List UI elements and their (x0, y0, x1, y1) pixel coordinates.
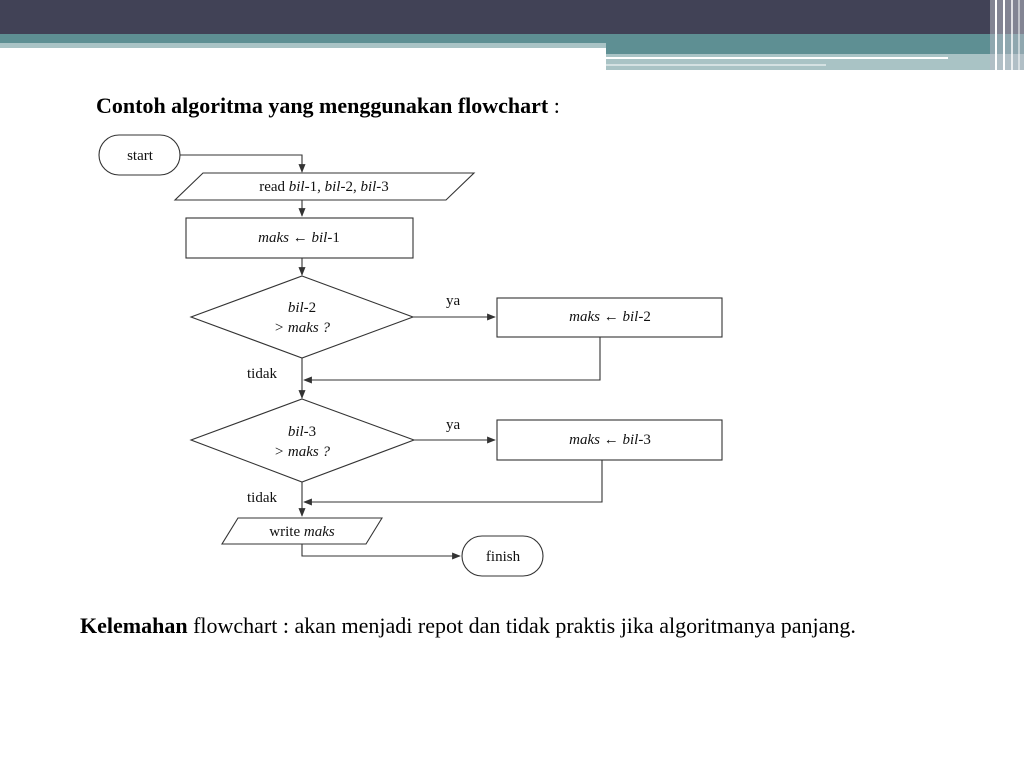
assign-maks-bil3: maks ← bil-3 (496, 419, 723, 461)
decision1-no-label: tidak (247, 366, 277, 382)
assign1-label: maks ← bil-1 (258, 230, 340, 246)
flowchart-connectors (180, 154, 603, 560)
header-band (0, 0, 1024, 70)
connector-write-finish (301, 544, 461, 560)
start-terminal: start (98, 134, 181, 176)
start-label: start (127, 148, 154, 164)
connector-start-read (180, 154, 306, 173)
write-label: write maks (269, 524, 335, 540)
assign-maks-bil2: maks ← bil-2 (496, 297, 723, 338)
weakness-note: Kelemahan flowchart : akan menjadi repot… (80, 604, 960, 648)
write-output: write maks (221, 517, 383, 545)
slide-title: Contoh algoritma yang menggunakan flowch… (96, 92, 560, 120)
weakness-note-bold: Kelemahan (80, 613, 188, 638)
finish-terminal: finish (461, 535, 544, 577)
slide-title-bold: Contoh algoritma yang menggunakan flowch… (96, 93, 549, 118)
finish-label: finish (486, 549, 521, 565)
read-label: read bil-1, bil-2, bil-3 (259, 179, 389, 195)
slide-title-colon: : (548, 93, 560, 118)
decision1-yes-label: ya (446, 293, 461, 309)
decision2-no-label: tidak (247, 490, 277, 506)
flowchart: start read bil-1, bil-2, bil-3 maks ← bi… (98, 134, 723, 577)
decision2-yes-label: ya (446, 417, 461, 433)
read-input: read bil-1, bil-2, bil-3 (173, 172, 476, 201)
assign3-label: maks ← bil-3 (569, 432, 651, 448)
decision1-label-line1: bil-2 (288, 300, 316, 316)
decision1-label-line2: > maks ? (274, 320, 330, 336)
decision2-label-line1: bil-3 (288, 424, 316, 440)
assign-maks-bil1: maks ← bil-1 (185, 217, 414, 259)
assign2-label: maks ← bil-2 (569, 309, 651, 325)
decision-bil2: bil-2 > maks ? ya tidak (189, 275, 461, 382)
decision-bil3: bil-3 > maks ? ya tidak (189, 398, 461, 506)
weakness-note-text: flowchart : akan menjadi repot dan tidak… (187, 613, 856, 638)
decision2-label-line2: > maks ? (274, 444, 330, 460)
connector-assign3-merge (303, 460, 603, 506)
connector-assign2-merge (303, 337, 601, 384)
